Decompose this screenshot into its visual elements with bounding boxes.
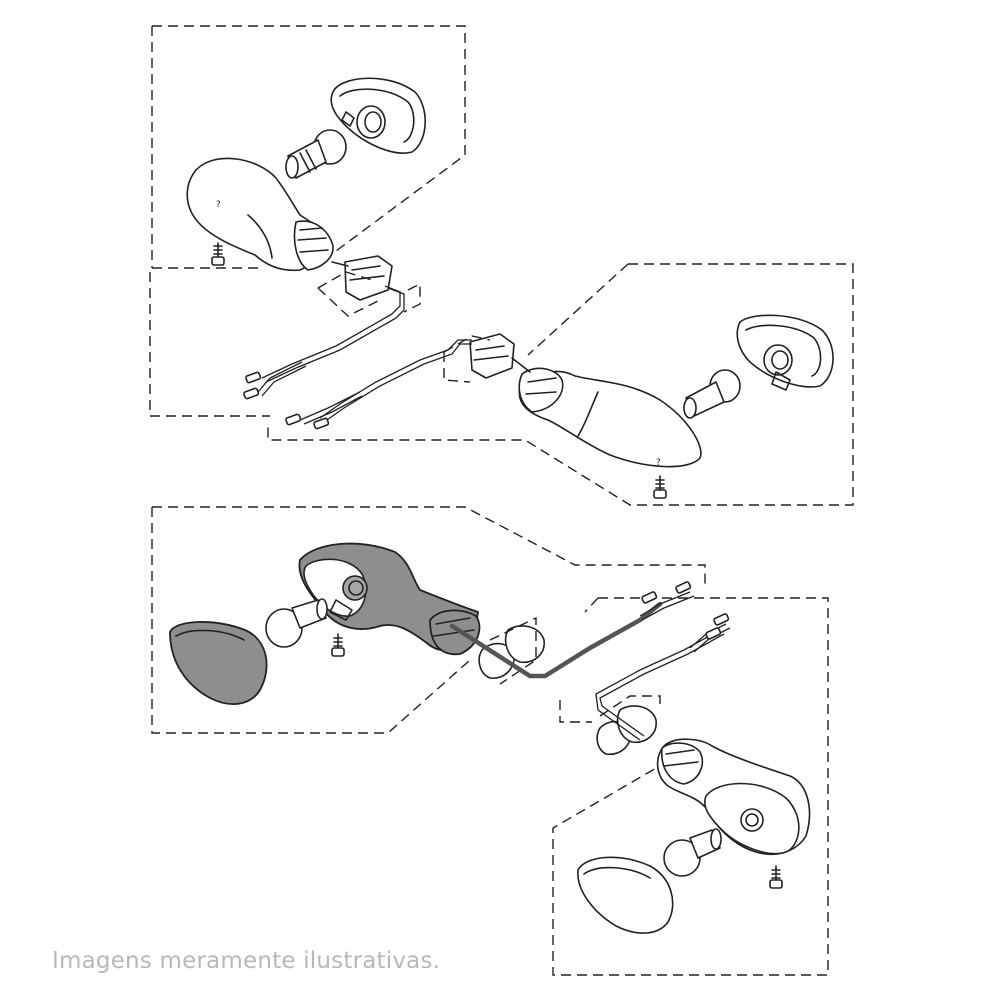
rear-right-group-boundary	[552, 597, 829, 976]
indicator-body-top-right: ?	[518, 367, 702, 468]
front-right-group-boundary	[267, 263, 854, 506]
screw-rear-left	[331, 633, 345, 657]
indicator-body-rear-left	[298, 542, 481, 656]
wire-harness-rear-right	[559, 613, 731, 741]
front-right-indicator: ?	[285, 314, 834, 499]
wire-harness-rear-left	[449, 581, 695, 679]
socket-top-right	[443, 333, 531, 383]
indicator-body-top: ?	[186, 157, 334, 272]
bulb-top	[285, 129, 347, 179]
bulb-top-right	[683, 369, 741, 419]
lens-top	[330, 77, 426, 154]
screw-rear-right	[769, 865, 783, 889]
rear-left-indicator	[169, 542, 695, 705]
bulb-rear-left	[265, 598, 328, 648]
socket-top	[331, 255, 393, 301]
rear-right-indicator	[559, 613, 811, 934]
front-left-group-boundary	[149, 25, 466, 417]
indicator-body-rear-right	[656, 738, 811, 856]
lens-top-right	[736, 314, 834, 391]
screw-top-right	[653, 475, 667, 499]
svg-text:?: ?	[656, 458, 661, 468]
svg-text:?: ?	[216, 200, 221, 210]
bracket-top	[317, 271, 405, 319]
screw-top	[211, 242, 225, 266]
socket-rear-left	[478, 616, 545, 685]
lens-rear-right	[577, 856, 674, 934]
rear-left-group-boundary	[151, 506, 706, 734]
bulb-rear-right	[663, 828, 722, 877]
socket-rear-right	[596, 695, 661, 756]
wire-harness-top-right	[285, 339, 472, 430]
footer-note: Imagens meramente ilustrativas.	[52, 948, 441, 974]
wire-harness-top-left	[243, 282, 421, 400]
lens-rear-left	[169, 621, 268, 705]
front-left-indicator: ?	[186, 77, 426, 400]
